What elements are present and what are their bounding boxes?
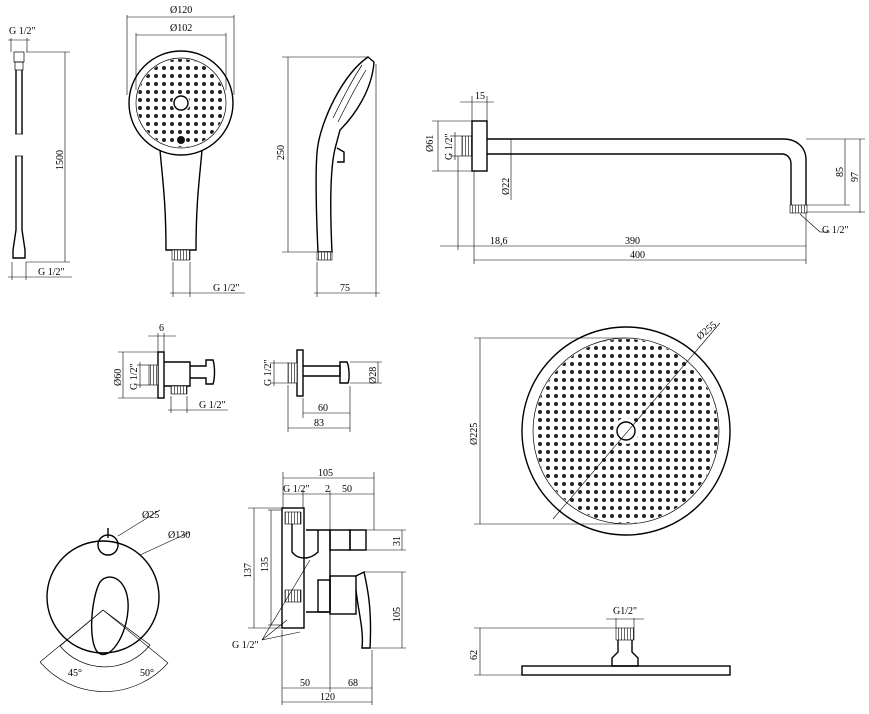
rain-outer-diameter: Ø255: [695, 320, 719, 343]
mixer-depth-bottom: 120: [320, 692, 335, 703]
hand-shower-thread: G 1/2": [213, 283, 240, 294]
rain-side-thread: G1/2": [613, 606, 637, 617]
arm-drop-outer: 97: [850, 172, 861, 182]
mixer-body-depth: 50: [300, 678, 310, 689]
arm-tube-diameter: Ø22: [501, 178, 512, 195]
hose-length: 1500: [55, 150, 66, 170]
arm-thread-in: G 1/2": [444, 133, 455, 160]
shower-arm-view: 15 Ø61 G 1/2" Ø22 85 97 G 1/2" 18,6 390: [425, 91, 865, 264]
mixer-offset-top: 2: [325, 484, 330, 495]
outlet-thread-out: G 1/2": [199, 400, 226, 411]
arm-offset: 18,6: [490, 236, 508, 247]
rain-side-height: 62: [469, 650, 480, 660]
wall-outlet-holder-view: 6 Ø60 G 1/2" G 1/2": [113, 323, 228, 413]
mixer-height-outer: 137: [243, 563, 254, 578]
mixer-thread-top: G 1/2": [283, 484, 310, 495]
mixer-total-depth: 105: [318, 468, 333, 479]
mixer-height-inner: 135: [260, 557, 271, 572]
hose-thread-top: G 1/2": [9, 26, 36, 37]
hand-shower-outer-diameter: Ø120: [170, 5, 192, 16]
arm-drop-inner: 85: [835, 167, 846, 177]
mixer-lever-height: 105: [392, 607, 403, 622]
mixer-section-view: 105 G 1/2" 2 50 31 105 137 135 G 1/2": [232, 468, 406, 705]
mixer-lever-depth: 68: [348, 678, 358, 689]
outlet-flange-thickness: 6: [159, 323, 164, 334]
outlet-flange-diameter: Ø60: [113, 369, 124, 386]
cover-angle-right: 50°: [140, 668, 154, 679]
mixer-spout-height: 31: [392, 536, 403, 546]
rain-face-diameter: Ø225: [469, 423, 480, 445]
arm-flange-diameter: Ø61: [425, 135, 436, 152]
holder-body-diameter: Ø28: [368, 367, 379, 384]
holder-total-length: 83: [314, 418, 324, 429]
hand-shower-height: 250: [276, 145, 287, 160]
arm-length: 390: [625, 236, 640, 247]
cover-angle-left: 45°: [68, 668, 82, 679]
wall-holder-view: G 1/2" Ø28 60 83: [263, 349, 382, 432]
cover-plate-diameter: Ø130: [168, 530, 190, 541]
arm-thread-out: G 1/2": [822, 225, 849, 236]
cover-knob-diameter: Ø25: [142, 510, 159, 521]
hand-shower-face-diameter: Ø102: [170, 23, 192, 34]
rain-shower-side-view: G1/2" 62: [469, 606, 731, 676]
rain-shower-front-view: Ø255 Ø225: [469, 320, 731, 536]
cover-plate-view: Ø25 Ø130 45° 50°: [39, 509, 190, 692]
arm-flange-thickness: 15: [475, 91, 485, 102]
arm-total-length: 400: [630, 250, 645, 261]
mixer-handle-depth: 50: [342, 484, 352, 495]
hose-view: G 1/2" 1500 G 1/2": [8, 26, 72, 280]
holder-arm-length: 60: [318, 403, 328, 414]
hose-thread-bottom: G 1/2": [38, 267, 65, 278]
hand-shower-depth: 75: [340, 283, 350, 294]
mixer-thread-side: G 1/2": [232, 640, 259, 651]
holder-thread: G 1/2": [263, 359, 274, 386]
hand-shower-side-view: 250 75: [276, 56, 380, 297]
outlet-thread-in: G 1/2": [129, 363, 140, 390]
hand-shower-front-view: Ø120 Ø102 G 1/2": [126, 5, 245, 297]
